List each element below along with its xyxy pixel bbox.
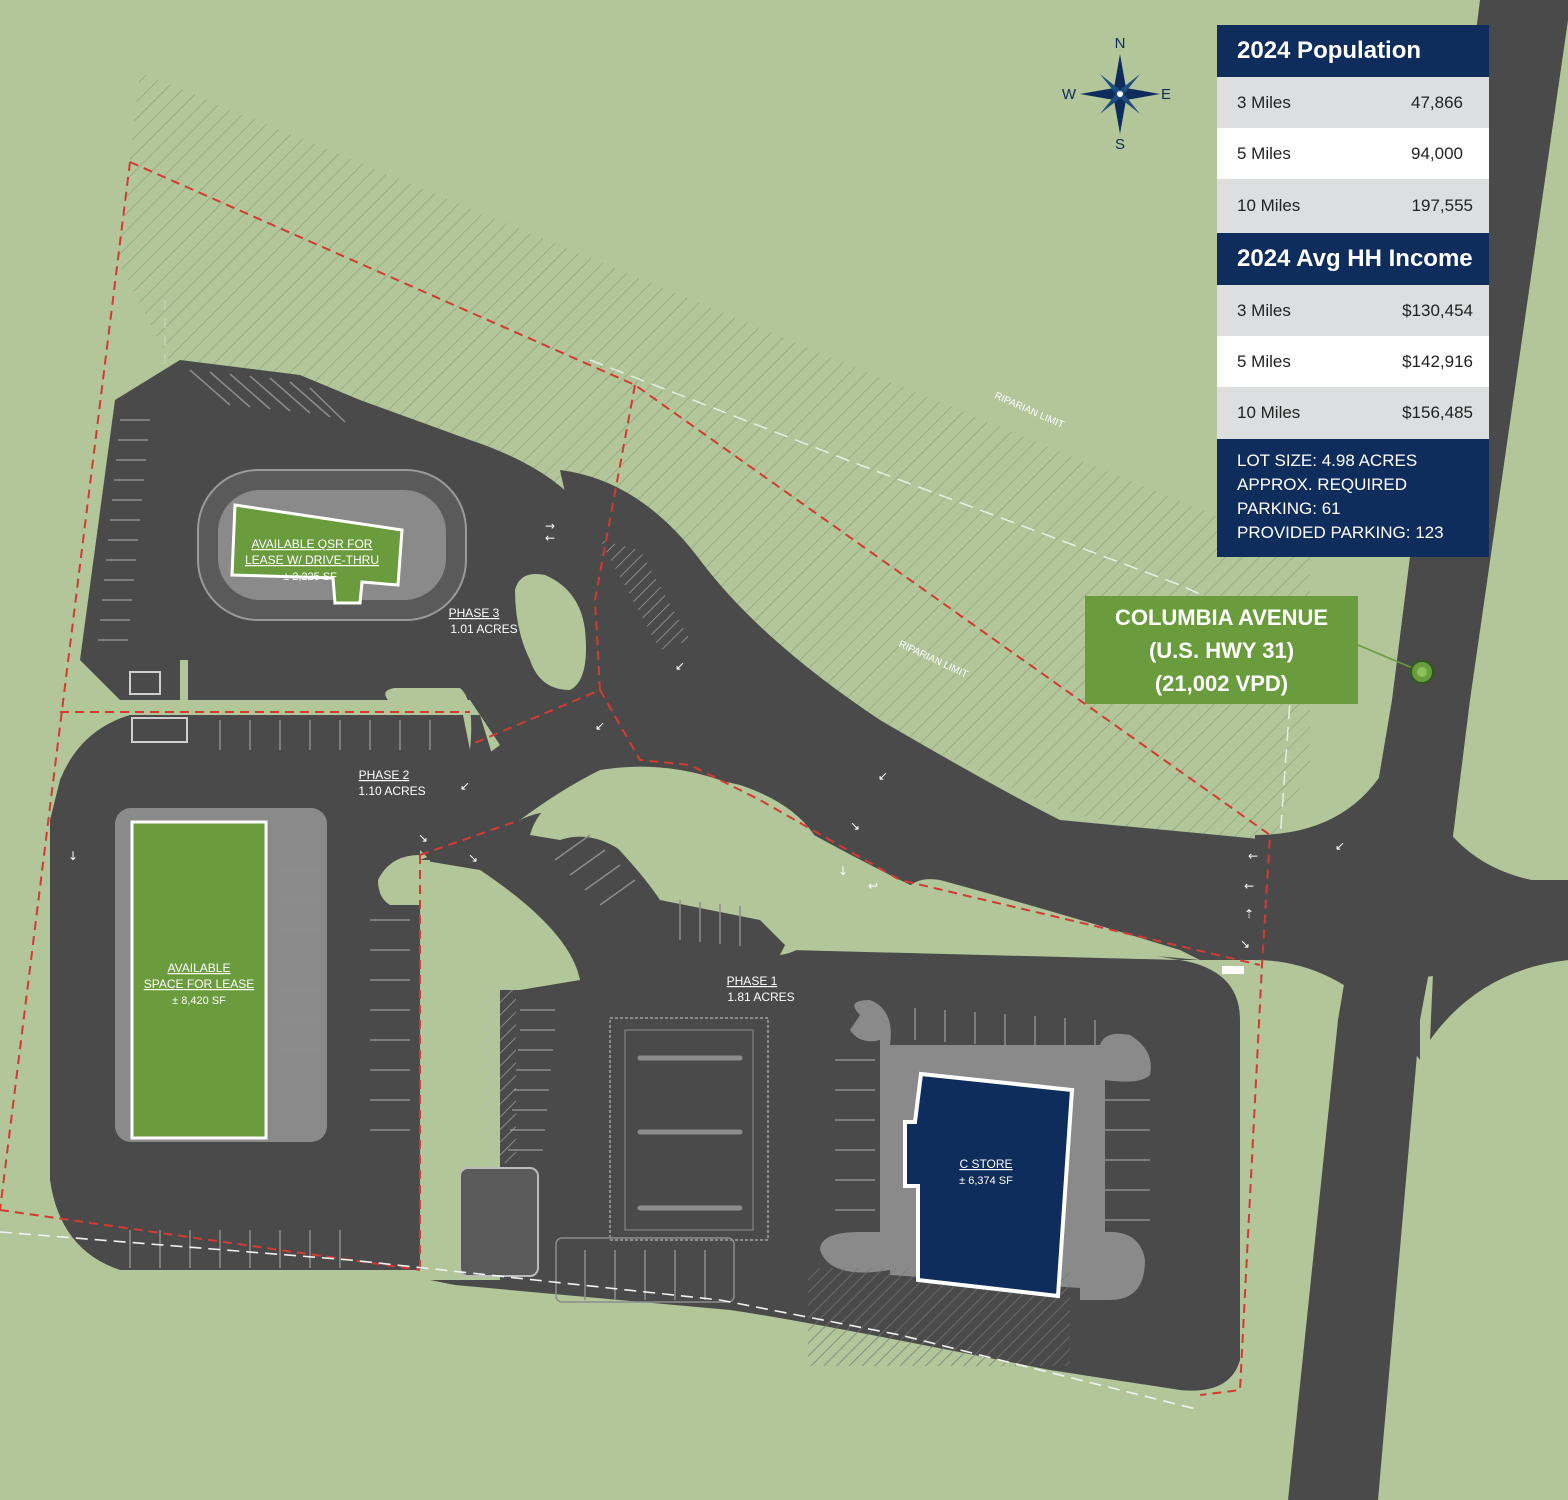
svg-text:←: ← — [545, 531, 555, 545]
svg-text:⇡: ⇡ — [1244, 907, 1254, 921]
population-row-label: 10 Miles — [1237, 196, 1301, 215]
phase1-acres: 1.81 ACRES — [727, 990, 794, 1004]
road-traffic-count: (21,002 VPD) — [1154, 670, 1289, 696]
population-row-label: 5 Miles — [1237, 143, 1291, 163]
road-location-marker-core — [1417, 667, 1427, 677]
svg-text:↘: ↘ — [850, 819, 860, 833]
trash-enclosure-2 — [131, 717, 188, 743]
riparian-limit-line-3 — [1279, 639, 1301, 841]
riparian-buffer — [118, 72, 1310, 860]
entrance-hatch — [600, 540, 690, 650]
population-row-value: 47,866 — [1411, 92, 1463, 112]
riparian-label-1: RIPARIAN LIMIT — [993, 390, 1066, 430]
income-row-label: 5 Miles — [1237, 351, 1291, 371]
space-label-line2: SPACE FOR LEASE — [144, 977, 254, 991]
parking-stripes-phase3 — [98, 369, 346, 641]
income-row-label: 3 Miles — [1237, 300, 1291, 320]
svg-text:↙: ↙ — [675, 659, 685, 673]
riparian-limit-line — [589, 359, 1301, 641]
svg-text:↙: ↙ — [878, 769, 888, 783]
island-phase3 — [515, 574, 586, 690]
phase1-west-hatch — [486, 988, 516, 1163]
road-name: COLUMBIA AVENUE — [1114, 604, 1329, 630]
svg-text:↘: ↘ — [468, 851, 478, 865]
population-row: 5 Miles 94,000 — [1217, 128, 1489, 179]
compass-e: E — [1161, 86, 1171, 103]
island-phase2-west — [378, 855, 420, 905]
svg-text:↓: ↓ — [838, 864, 848, 878]
qsr-label-line1: AVAILABLE QSR FOR — [252, 537, 373, 551]
south-edge-line — [0, 1231, 1201, 1411]
road-label: COLUMBIA AVENUE (U.S. HWY 31) (21,002 VP… — [1085, 596, 1358, 704]
svg-text:←: ← — [1244, 879, 1254, 893]
demographics-panel: 2024 Population 3 Miles 47,866 5 Miles 9… — [1217, 25, 1489, 557]
lot-info-line: PROVIDED PARKING: 123 — [1237, 523, 1444, 542]
lot-info-line: PARKING: 61 — [1237, 499, 1341, 518]
space-label-sf: ± 8,420 SF — [172, 995, 226, 1007]
cstore-label-sf: ± 6,374 SF — [959, 1175, 1013, 1187]
lot-info-line: APPROX. REQUIRED — [1237, 475, 1408, 494]
island-phase2-north — [180, 660, 188, 700]
population-title: 2024 Population — [1217, 25, 1489, 77]
columbia-avenue-road — [1288, 0, 1568, 1500]
income-title: 2024 Avg HH Income — [1217, 233, 1489, 285]
phase2-name: PHASE 2 — [359, 768, 410, 782]
compass-n: N — [1115, 35, 1126, 52]
income-row: 3 Miles $130,454 — [1217, 285, 1489, 336]
fuel-canopy-inner — [624, 1029, 754, 1231]
svg-text:↙: ↙ — [460, 779, 470, 793]
cstore-label: C STORE — [959, 1157, 1012, 1171]
compass-w: W — [1062, 86, 1077, 103]
utility-building — [459, 1167, 539, 1277]
population-row-label: 3 Miles — [1237, 92, 1291, 112]
cstore-building — [903, 1071, 1075, 1299]
traffic-arrows: ↓ ↙ ↘ ↘ → ← ↙ ↙ ↙ ↘ ↓ ↩ ← ← ⇡ ↘ ↙ — [68, 519, 1345, 951]
compass-rose-icon — [1080, 54, 1160, 134]
space-building — [130, 820, 268, 1140]
qsr-label-line2: LEASE W/ DRIVE-THRU — [245, 553, 379, 567]
island-center — [530, 776, 830, 955]
qsr-label-sf: ± 2,225 SF — [283, 571, 337, 583]
svg-text:↩: ↩ — [868, 879, 878, 893]
phase3-name: PHASE 3 — [449, 606, 500, 620]
svg-text:↙: ↙ — [595, 719, 605, 733]
svg-text:→: → — [545, 519, 555, 533]
income-row-value: $142,916 — [1402, 351, 1473, 371]
svg-text:↓: ↓ — [68, 849, 78, 863]
svg-text:↘: ↘ — [418, 831, 428, 845]
curb-marker — [1222, 966, 1244, 974]
population-row: 10 Miles 197,555 — [1217, 179, 1489, 233]
lot-info: LOT SIZE: 4.98 ACRES APPROX. REQUIRED PA… — [1217, 439, 1489, 557]
parking-stripes-phase2 — [129, 720, 431, 1268]
phase1-name: PHASE 1 — [727, 974, 778, 988]
population-row: 3 Miles 47,866 — [1217, 77, 1489, 128]
svg-text:←: ← — [1248, 849, 1258, 863]
population-row-value: 94,000 — [1411, 143, 1463, 163]
income-row: 5 Miles $142,916 — [1217, 336, 1489, 387]
compass-s: S — [1115, 136, 1125, 153]
population-row-value: 197,555 — [1411, 196, 1473, 215]
island-phase2-north-b — [385, 688, 472, 750]
stacking-bays — [555, 1237, 735, 1303]
svg-text:↘: ↘ — [1240, 937, 1250, 951]
trash-enclosure-1 — [129, 671, 161, 695]
lot-info-line: LOT SIZE: 4.98 ACRES — [1237, 451, 1418, 470]
phase3-acres: 1.01 ACRES — [450, 622, 517, 636]
income-row-label: 10 Miles — [1237, 403, 1301, 422]
space-label-line1: AVAILABLE — [168, 961, 231, 975]
income-row: 10 Miles $156,485 — [1217, 387, 1489, 439]
phase2-acres: 1.10 ACRES — [358, 784, 425, 798]
svg-text:↙: ↙ — [1335, 839, 1345, 853]
income-row-value: $156,485 — [1402, 403, 1473, 422]
intersection-east-flare — [1430, 820, 1568, 1040]
intersection-west-flare — [1255, 760, 1420, 1060]
island-east — [900, 879, 1200, 960]
income-row-value: $130,454 — [1402, 300, 1473, 320]
road-highway: (U.S. HWY 31) — [1148, 637, 1295, 663]
qsr-building — [230, 503, 404, 605]
